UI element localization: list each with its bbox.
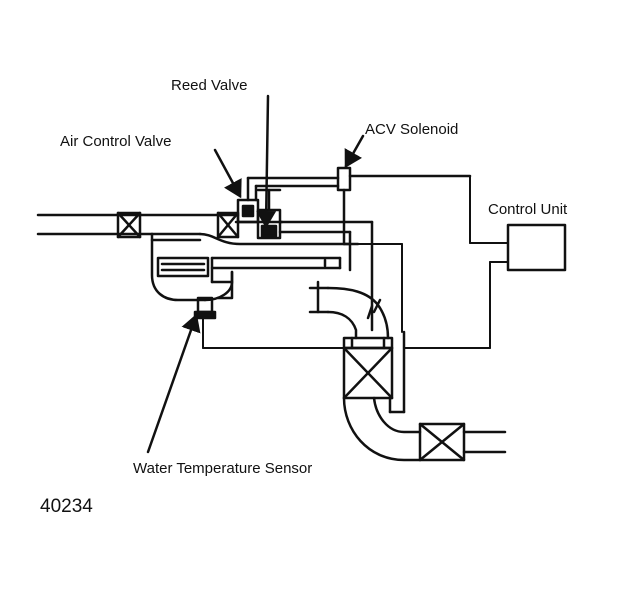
figure-number: 40234 xyxy=(40,496,93,517)
control-unit xyxy=(506,223,567,272)
air-filter-element xyxy=(216,211,240,239)
leader-arrows xyxy=(146,94,365,454)
air-cleaner-box xyxy=(150,232,234,302)
air-control-valve-label: Air Control Valve xyxy=(60,133,172,150)
acv-solenoid-label: ACV Solenoid xyxy=(365,121,459,138)
control-unit-label: Control Unit xyxy=(488,201,568,218)
reed-valve-label: Reed Valve xyxy=(171,77,248,94)
control-wiring xyxy=(202,175,509,349)
vacuum-hose xyxy=(246,176,360,246)
exhaust-pipe xyxy=(342,330,422,462)
air-control-valve-leader xyxy=(213,148,242,199)
engine-block xyxy=(210,270,234,300)
water-temperature-sensor-label: Water Temperature Sensor xyxy=(133,460,313,477)
water-temperature-sensor-leader xyxy=(146,313,201,454)
acv-solenoid-leader xyxy=(344,134,365,169)
intake-filter xyxy=(116,211,142,239)
air-control-valve xyxy=(234,188,284,240)
secondary-air-pipe xyxy=(210,220,374,332)
muffler xyxy=(418,422,507,462)
acv-solenoid xyxy=(336,166,472,192)
catalytic-converter xyxy=(342,336,394,400)
reed-valve-leader xyxy=(256,94,277,229)
exhaust-elbow xyxy=(308,280,390,340)
